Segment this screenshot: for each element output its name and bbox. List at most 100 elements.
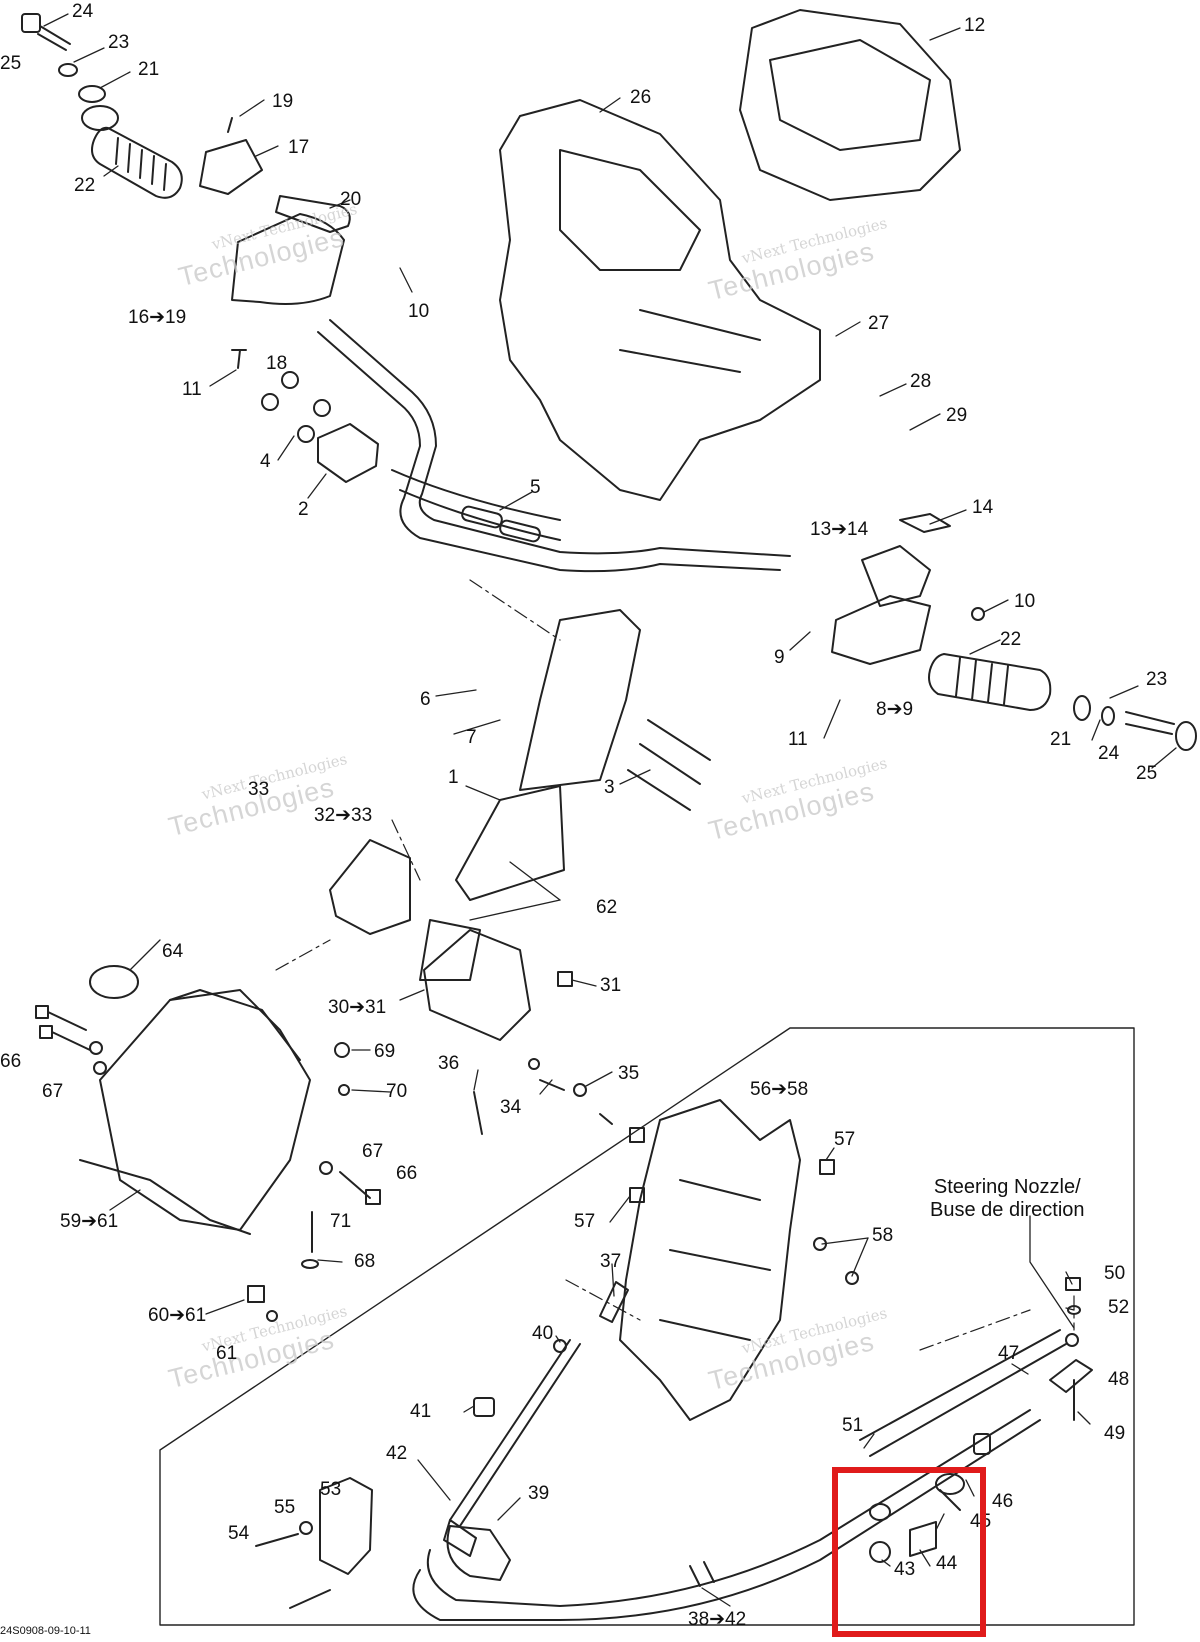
callout-label: 64 — [162, 941, 184, 962]
callout-label: 58 — [872, 1225, 894, 1246]
callout-label: 52 — [1108, 1297, 1130, 1318]
callout-label: 69 — [374, 1041, 396, 1062]
callout-label: 41 — [410, 1401, 432, 1422]
callout-label: 57 — [834, 1129, 856, 1150]
callout-label: 25 — [0, 53, 22, 74]
callout-label: 21 — [1050, 729, 1072, 750]
callout-label: 23 — [1146, 669, 1168, 690]
callout-label: 11 — [182, 379, 202, 400]
inset-frame — [159, 1027, 1135, 1626]
callout-label: 28 — [910, 371, 932, 392]
support-bracket — [619, 1099, 859, 1421]
callout-label: 13➔14 — [810, 519, 869, 540]
callout-label: 61 — [216, 1343, 238, 1364]
callout-label: 31 — [600, 975, 622, 996]
callout-label: 42 — [386, 1443, 408, 1464]
callout-label: 47 — [998, 1343, 1020, 1364]
callout-label: 16➔19 — [128, 307, 187, 328]
callout-label: 62 — [596, 897, 618, 918]
switch-housing-right — [831, 513, 985, 665]
callout-label: 1 — [448, 767, 459, 788]
support-block — [329, 839, 411, 935]
callout-label: 33 — [248, 779, 270, 800]
callout-label: 66 — [0, 1051, 22, 1072]
steering-cable — [412, 1329, 1067, 1621]
callout-label: 67 — [362, 1141, 384, 1162]
handlebar-cover — [499, 99, 821, 501]
callout-label: 54 — [228, 1523, 250, 1544]
callout-label: 32➔33 — [314, 805, 373, 826]
callout-label: 2 — [298, 499, 309, 520]
steering-column — [419, 609, 641, 981]
nuts-4 — [261, 371, 331, 443]
callout-label: 48 — [1108, 1369, 1130, 1390]
callout-label: 29 — [946, 405, 968, 426]
handlebar — [317, 319, 791, 573]
steering-note-pointer — [1029, 1215, 1075, 1329]
steering-nozzle-note: Steering Nozzle/ Buse de direction — [930, 1176, 1085, 1222]
callout-label: 66 — [396, 1163, 418, 1184]
callout-label: 40 — [532, 1323, 554, 1344]
callout-label: 51 — [842, 1415, 864, 1436]
callout-label: 55 — [274, 1497, 296, 1518]
callout-label: 9 — [774, 647, 785, 668]
lower-support — [423, 929, 531, 1041]
callout-label: 7 — [466, 727, 477, 748]
callout-label: 17 — [288, 137, 310, 158]
grip-left — [81, 105, 183, 199]
document-code: 24S0908-09-10-11 — [0, 1625, 91, 1637]
callout-label: 27 — [868, 313, 890, 334]
grip-right — [928, 653, 1197, 751]
callout-label: 12 — [964, 15, 986, 36]
callout-label: 30➔31 — [328, 997, 387, 1018]
small-hardware — [35, 971, 613, 1322]
callout-label: 8➔9 — [876, 699, 914, 720]
steering-housing — [79, 989, 311, 1235]
callout-label: 59➔61 — [60, 1211, 119, 1232]
callout-label: 6 — [420, 689, 431, 710]
callout-label: 37 — [600, 1251, 622, 1272]
callout-label: 60➔61 — [148, 1305, 207, 1326]
assembly-lines — [275, 579, 1075, 1351]
callout-label: 22 — [74, 175, 96, 196]
callout-label: 56➔58 — [750, 1079, 809, 1100]
callout-label: 20 — [340, 189, 362, 210]
callout-label: 18 — [266, 353, 288, 374]
callout-label: 43 — [894, 1559, 916, 1580]
bolt-left — [21, 13, 106, 103]
switch-housing-left — [199, 117, 351, 369]
callout-label: 5 — [530, 477, 541, 498]
callout-label: 3 — [604, 777, 615, 798]
callout-label: 34 — [500, 1097, 522, 1118]
callout-label: 21 — [138, 59, 160, 80]
callout-label: 24 — [1098, 743, 1120, 764]
callout-label: 14 — [972, 497, 994, 518]
callout-label: 44 — [936, 1553, 958, 1574]
callout-label: 39 — [528, 1483, 550, 1504]
callout-label: 36 — [438, 1053, 460, 1074]
callout-label: 70 — [386, 1081, 408, 1102]
callout-label: 49 — [1104, 1423, 1126, 1444]
callout-label: 22 — [1000, 629, 1022, 650]
callout-label: 35 — [618, 1063, 640, 1084]
visor-12 — [739, 9, 961, 201]
cable-end-hardware — [255, 1277, 1093, 1609]
callout-label: 23 — [108, 32, 130, 53]
callout-label: 26 — [630, 87, 652, 108]
seal-64 — [89, 965, 139, 999]
callout-label: 38➔42 — [688, 1609, 747, 1630]
callout-label: 25 — [1136, 763, 1158, 784]
callout-label: 4 — [260, 451, 271, 472]
highlight-box — [832, 1467, 986, 1637]
callout-label: 10 — [1014, 591, 1036, 612]
handlebar-clamp — [317, 423, 379, 483]
callout-label: 24 — [72, 1, 94, 22]
note-line-2: Buse de direction — [930, 1199, 1085, 1221]
callout-label: 53 — [320, 1479, 342, 1500]
callout-label: 46 — [992, 1491, 1014, 1512]
callout-label: 71 — [330, 1211, 352, 1232]
callout-label: 11 — [788, 729, 808, 750]
callout-label: 67 — [42, 1081, 64, 1102]
